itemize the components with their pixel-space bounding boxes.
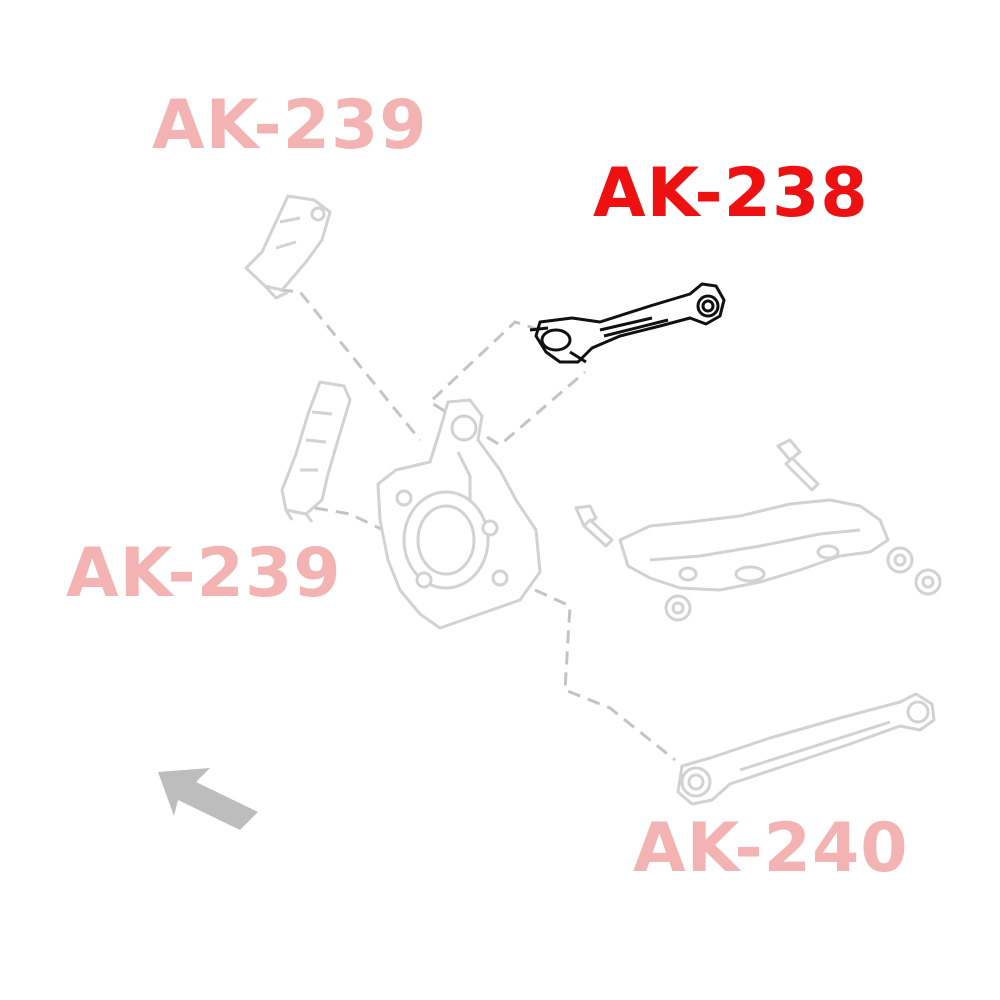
part-label-ak-238: AK-238 <box>593 154 869 233</box>
front-direction-arrow-icon <box>158 768 258 830</box>
part-label-ak-240: AK-240 <box>633 809 909 888</box>
bolt-upper-right <box>776 438 820 492</box>
nut-3 <box>664 594 692 622</box>
subframe-part <box>618 498 890 592</box>
upper-camber-arm-part <box>529 282 726 364</box>
bolt-left <box>574 504 614 548</box>
leader-line-238 <box>427 320 586 447</box>
nut-2 <box>914 568 942 596</box>
nuts <box>664 546 942 622</box>
lower-lateral-link-part <box>280 380 352 523</box>
leader-line-upper-239 <box>279 288 422 441</box>
part-label-ak-239-upper: AK-239 <box>152 86 428 165</box>
upper-lateral-link-part <box>244 194 332 300</box>
knuckle-part <box>376 398 542 630</box>
bolts <box>574 438 820 548</box>
lower-arm-part <box>676 692 936 806</box>
leader-line-240 <box>534 588 676 762</box>
nut-1 <box>886 546 914 574</box>
part-label-ak-239-lower: AK-239 <box>66 534 342 613</box>
